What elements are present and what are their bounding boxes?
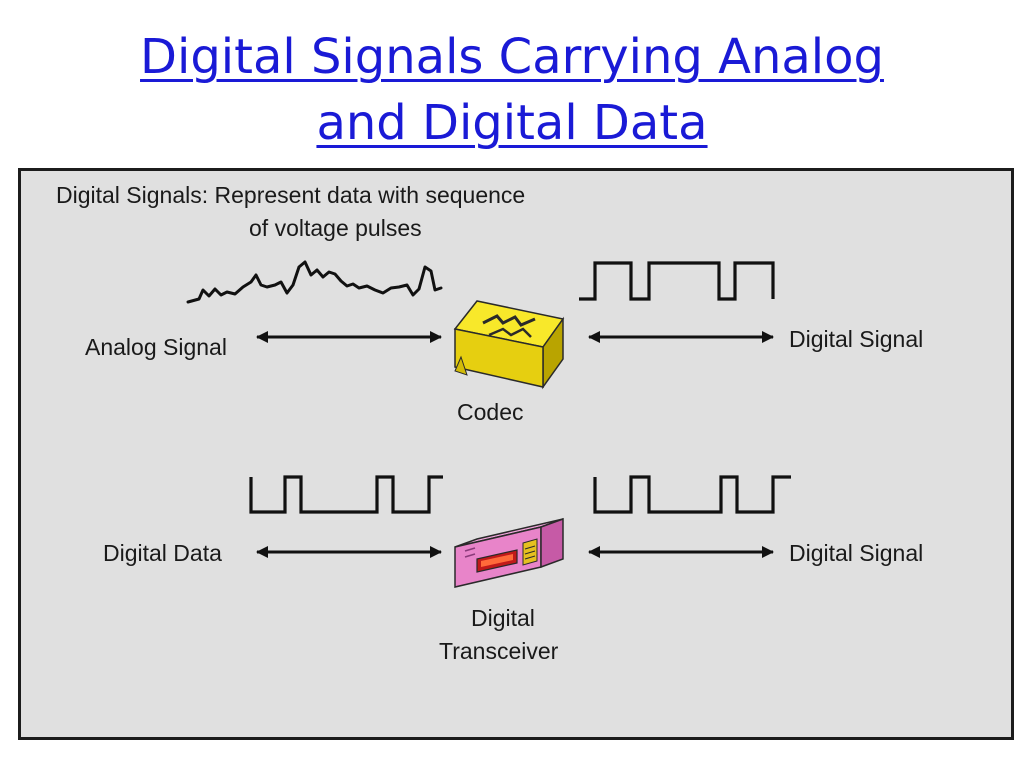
- diagram-canvas: Digital Signals: Represent data with seq…: [21, 171, 1011, 737]
- analog-waveform: [188, 262, 441, 302]
- transceiver-label-line2: Transceiver: [439, 638, 559, 664]
- digital-data-label: Digital Data: [103, 540, 222, 566]
- codec-digital-waveform: [579, 263, 773, 299]
- analog-signal-label: Analog Signal: [85, 334, 227, 360]
- codec-digital-signal-label: Digital Signal: [789, 326, 923, 352]
- codec-label: Codec: [457, 399, 523, 425]
- slide-title-line2: and Digital Data: [0, 90, 1024, 156]
- diagram-panel: Digital Signals: Represent data with seq…: [18, 168, 1014, 740]
- slide-title-line1: Digital Signals Carrying Analog: [0, 24, 1024, 90]
- transceiver-icon: [455, 519, 563, 587]
- slide-title: Digital Signals Carrying Analog and Digi…: [0, 24, 1024, 156]
- description-line1: Digital Signals: Represent data with seq…: [56, 182, 525, 208]
- transceiver-digital-waveform: [595, 477, 791, 512]
- transceiver-label-line1: Digital: [471, 605, 535, 631]
- description-line2: of voltage pulses: [249, 215, 422, 241]
- transceiver-digital-signal-label: Digital Signal: [789, 540, 923, 566]
- digital-data-waveform: [251, 477, 443, 512]
- codec-icon: [455, 301, 563, 387]
